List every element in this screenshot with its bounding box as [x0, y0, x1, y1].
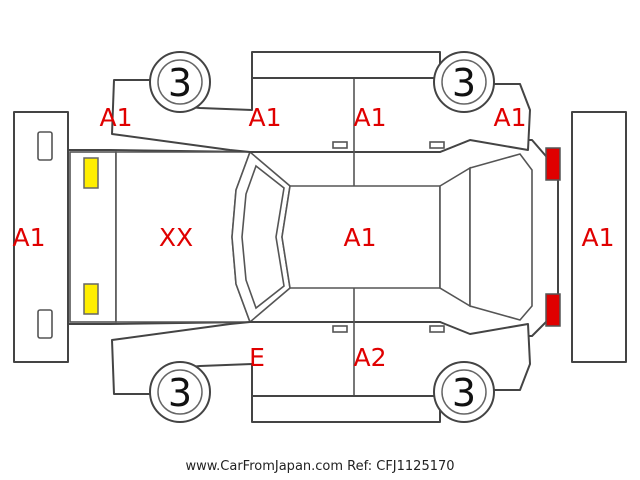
- right-front-door-handle: [332, 325, 348, 333]
- code-front-left-fender: A1: [99, 103, 132, 132]
- code-front-left-door: A1: [248, 103, 281, 132]
- front-bumper-slot-top: [37, 131, 53, 161]
- code-front-right-door: E: [249, 343, 265, 372]
- left-rear-door-handle: [429, 141, 445, 149]
- front-bumper: [13, 111, 69, 363]
- windshield-inner: [241, 164, 285, 310]
- right-rear-door-handle: [429, 325, 445, 333]
- wheel-front-left-grade: 3: [168, 61, 192, 105]
- left-front-door-handle: [332, 141, 348, 149]
- code-roof: A1: [343, 223, 376, 252]
- wheel-rear-left-grade: 3: [452, 61, 476, 105]
- wheel-rear-right: 3: [433, 361, 495, 423]
- code-rear-bumper: A1: [581, 223, 614, 252]
- code-hood: XX: [159, 223, 193, 252]
- headlight-right: [83, 283, 99, 315]
- code-rear-left-quarter: A1: [493, 103, 526, 132]
- code-front-bumper: A1: [12, 223, 45, 252]
- wheel-rear-right-grade: 3: [452, 371, 476, 415]
- rear-window: [439, 166, 471, 308]
- left-roof-rail: [251, 51, 441, 79]
- taillight-left: [545, 147, 561, 181]
- roof-panel: [281, 185, 441, 289]
- taillight-right: [545, 293, 561, 327]
- front-bumper-slot-bottom: [37, 309, 53, 339]
- code-rear-left-door: A1: [353, 103, 386, 132]
- footer-reference: www.CarFromJapan.com Ref: CFJ1125170: [185, 459, 454, 474]
- code-rear-right-door: A2: [353, 343, 386, 372]
- wheel-rear-left: 3: [433, 51, 495, 113]
- trunk-panel: [469, 153, 533, 321]
- wheel-front-left: 3: [149, 51, 211, 113]
- rear-bumper: [571, 111, 627, 363]
- right-roof-rail: [251, 395, 441, 423]
- headlight-left: [83, 157, 99, 189]
- wheel-front-right: 3: [149, 361, 211, 423]
- wheel-front-right-grade: 3: [168, 371, 192, 415]
